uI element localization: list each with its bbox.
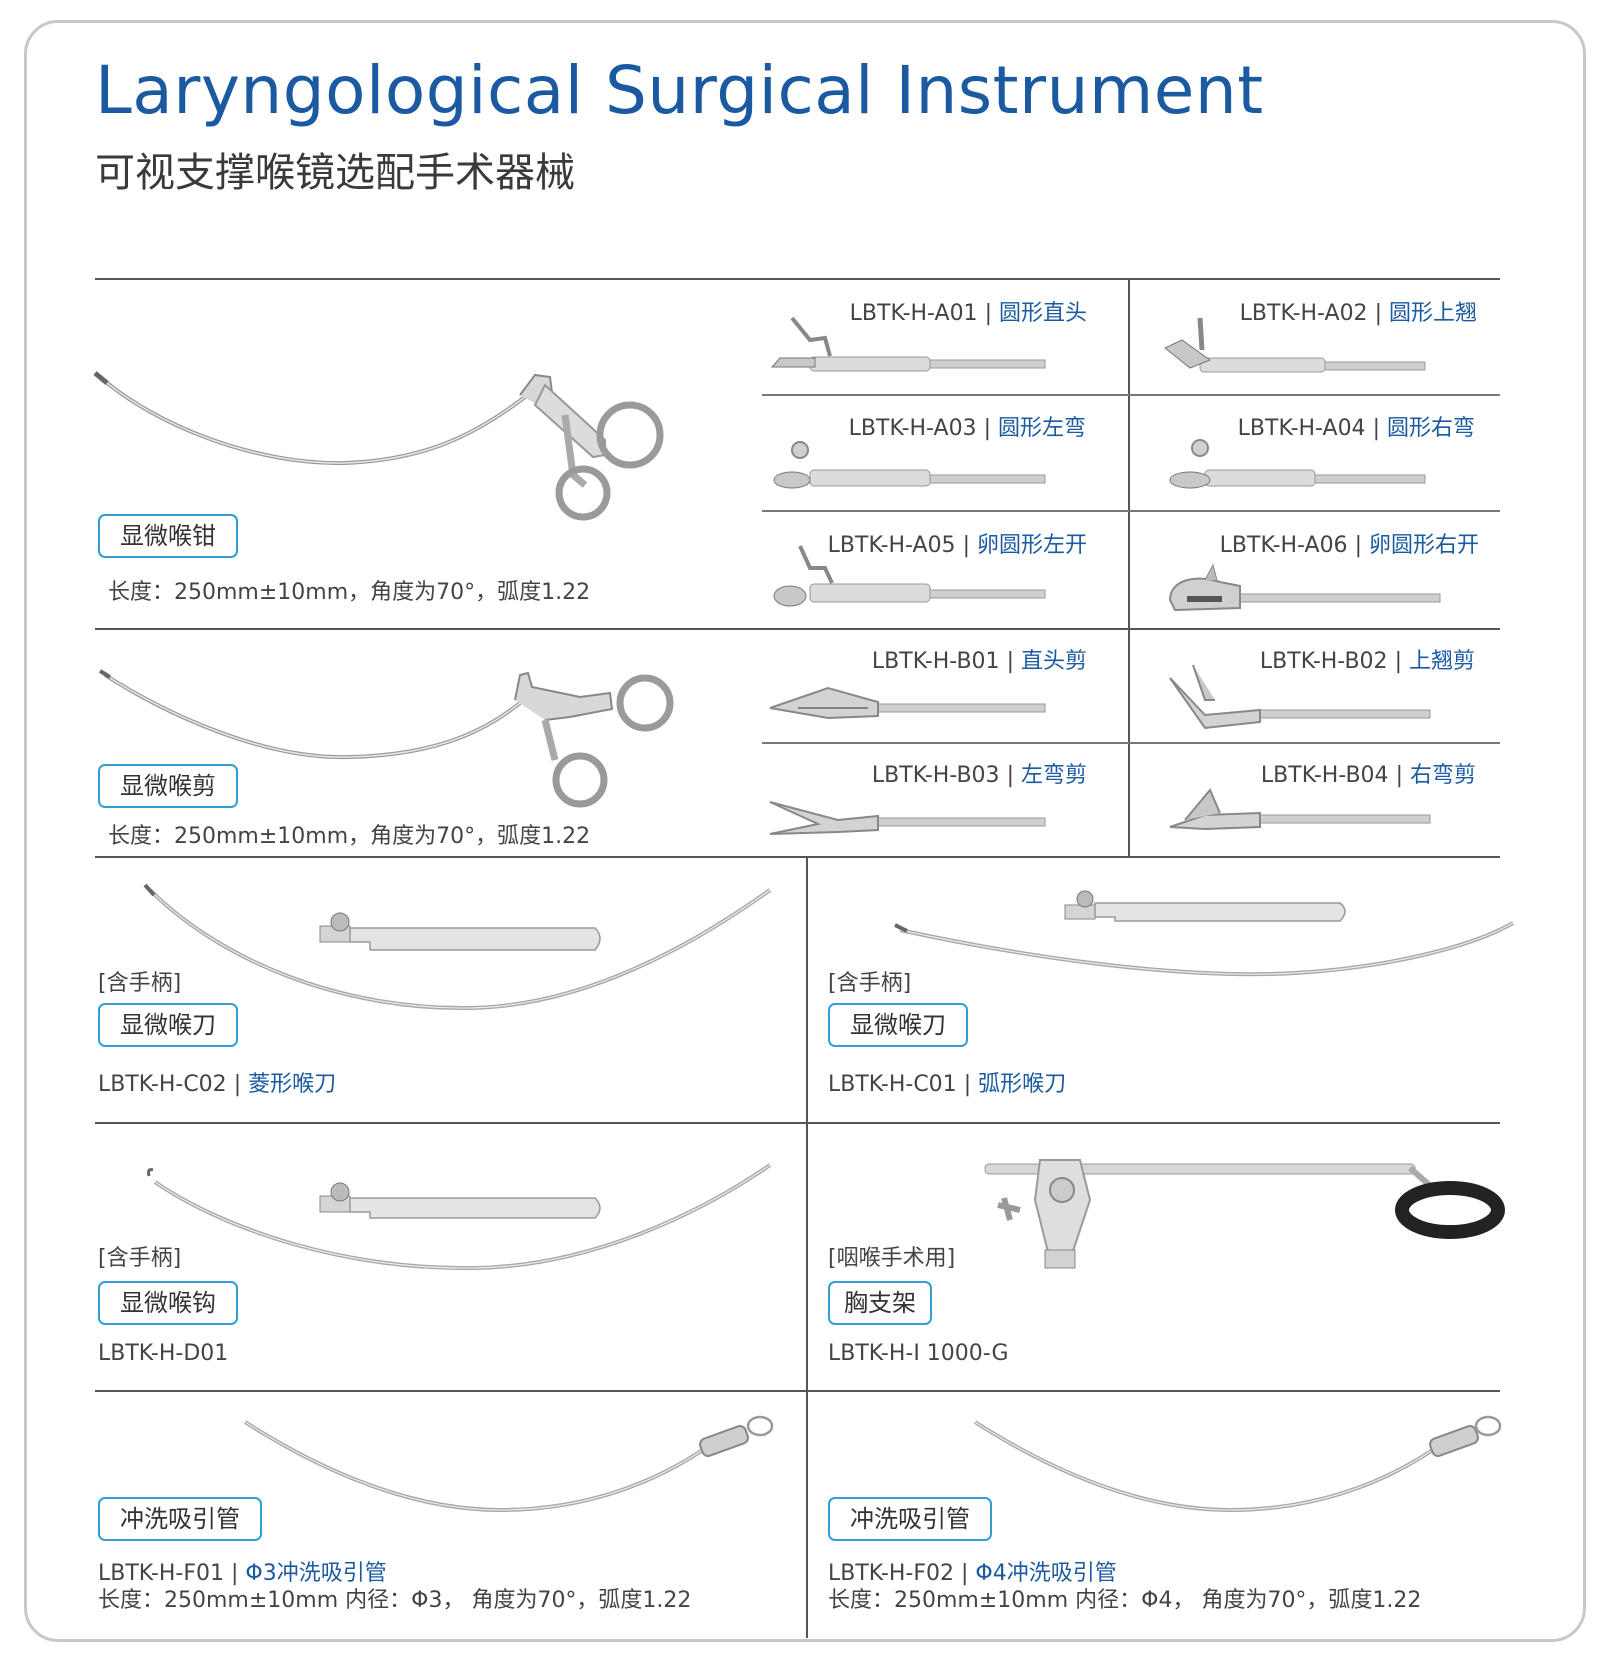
divider-lower-columns (806, 856, 808, 1638)
variant-a02-label: LBTK-H-A02 | 圆形上翘 (1239, 301, 1477, 326)
divider-variant-columns (1128, 278, 1130, 856)
variant-b02-label: LBTK-H-B02 | 上翘剪 (1259, 649, 1475, 674)
knife-c01-note: [含手柄] (828, 971, 912, 996)
laryngeal-forceps-image (93, 371, 664, 521)
divider-variant-row2 (762, 510, 1500, 512)
forceps-tip-a03-image (773, 441, 1046, 489)
variant-a05-label: LBTK-H-A05 | 卵圆形左开 (827, 533, 1087, 558)
suction-f02-spec: 长度：250mm±10mm 内径：Φ4， 角度为70°，弧度1.22 (828, 1588, 1422, 1613)
variant-b04-label: LBTK-H-B04 | 右弯剪 (1260, 763, 1476, 788)
variant-b01-label: LBTK-H-B01 | 直头剪 (871, 649, 1087, 674)
chest-holder-image (984, 1159, 1505, 1269)
chest-holder-note: [咽喉手术用] (828, 1246, 956, 1271)
divider-top (95, 278, 1500, 280)
suction-f02-name-badge: 冲洗吸引管 (828, 1497, 992, 1541)
knife-c02-model: LBTK-H-C02 | 菱形喉刀 (98, 1072, 337, 1097)
scissors-tip-b01-image (769, 686, 1046, 720)
suction-f01-name-badge: 冲洗吸引管 (98, 1497, 262, 1541)
knife-c02-image (143, 883, 772, 1011)
page-subtitle: 可视支撑喉镜选配手术器械 (95, 150, 575, 196)
forceps-tip-a06-image (1168, 563, 1441, 612)
forceps-tip-a05-image (773, 545, 1046, 607)
laryngeal-scissors-image (98, 669, 674, 808)
suction-f01-model: LBTK-H-F01 | Φ3冲洗吸引管 (98, 1561, 387, 1586)
suction-f02-image (973, 1415, 1502, 1513)
divider-knife-hook (95, 1122, 1500, 1124)
chest-holder-name-badge: 胸支架 (828, 1281, 932, 1325)
knife-c01-image (894, 890, 1515, 977)
divider-variant-row3 (762, 742, 1500, 744)
hook-d01-note: [含手柄] (98, 1246, 182, 1271)
variant-a04-label: LBTK-H-A04 | 圆形右弯 (1237, 416, 1475, 441)
divider-variant-row1 (762, 394, 1500, 396)
hook-d01-image (147, 1163, 772, 1271)
knife-c02-note: [含手柄] (98, 971, 182, 996)
scissors-tip-b04-image (1169, 788, 1431, 831)
divider-scissors-knife (95, 856, 1500, 858)
variant-a01-label: LBTK-H-A01 | 圆形直头 (849, 301, 1087, 326)
scissors-tip-b02-image (1169, 664, 1431, 730)
forceps-name-badge: 显微喉钳 (98, 514, 238, 558)
suction-f01-spec: 长度：250mm±10mm 内径：Φ3， 角度为70°，弧度1.22 (98, 1588, 692, 1613)
variant-a03-label: LBTK-H-A03 | 圆形左弯 (848, 416, 1086, 441)
forceps-spec: 长度：250mm±10mm，角度为70°，弧度1.22 (108, 580, 591, 605)
suction-f01-image (243, 1415, 774, 1513)
scissors-tip-b03-image (769, 801, 1046, 835)
knife-c01-name-badge: 显微喉刀 (828, 1003, 968, 1047)
divider-forceps-scissors (95, 628, 1500, 630)
hook-d01-model: LBTK-H-D01 (98, 1341, 229, 1366)
divider-hook-suction (95, 1390, 1500, 1392)
forceps-tip-a02-image (1164, 317, 1426, 373)
page-title: Laryngological Surgical Instrument (95, 52, 1264, 129)
forceps-tip-a04-image (1169, 439, 1426, 489)
knife-c01-model: LBTK-H-C01 | 弧形喉刀 (828, 1072, 1067, 1097)
scissors-name-badge: 显微喉剪 (98, 764, 238, 808)
variant-a06-label: LBTK-H-A06 | 卵圆形右开 (1219, 533, 1479, 558)
variant-b03-label: LBTK-H-B03 | 左弯剪 (871, 763, 1087, 788)
chest-holder-model: LBTK-H-I 1000-G (828, 1341, 1009, 1366)
suction-f02-model: LBTK-H-F02 | Φ4冲洗吸引管 (828, 1561, 1117, 1586)
page-frame (24, 20, 1586, 1642)
forceps-tip-a01-image (770, 316, 1046, 372)
knife-c02-name-badge: 显微喉刀 (98, 1003, 238, 1047)
scissors-spec: 长度：250mm±10mm，角度为70°，弧度1.22 (108, 824, 591, 849)
hook-d01-name-badge: 显微喉钩 (98, 1281, 238, 1325)
